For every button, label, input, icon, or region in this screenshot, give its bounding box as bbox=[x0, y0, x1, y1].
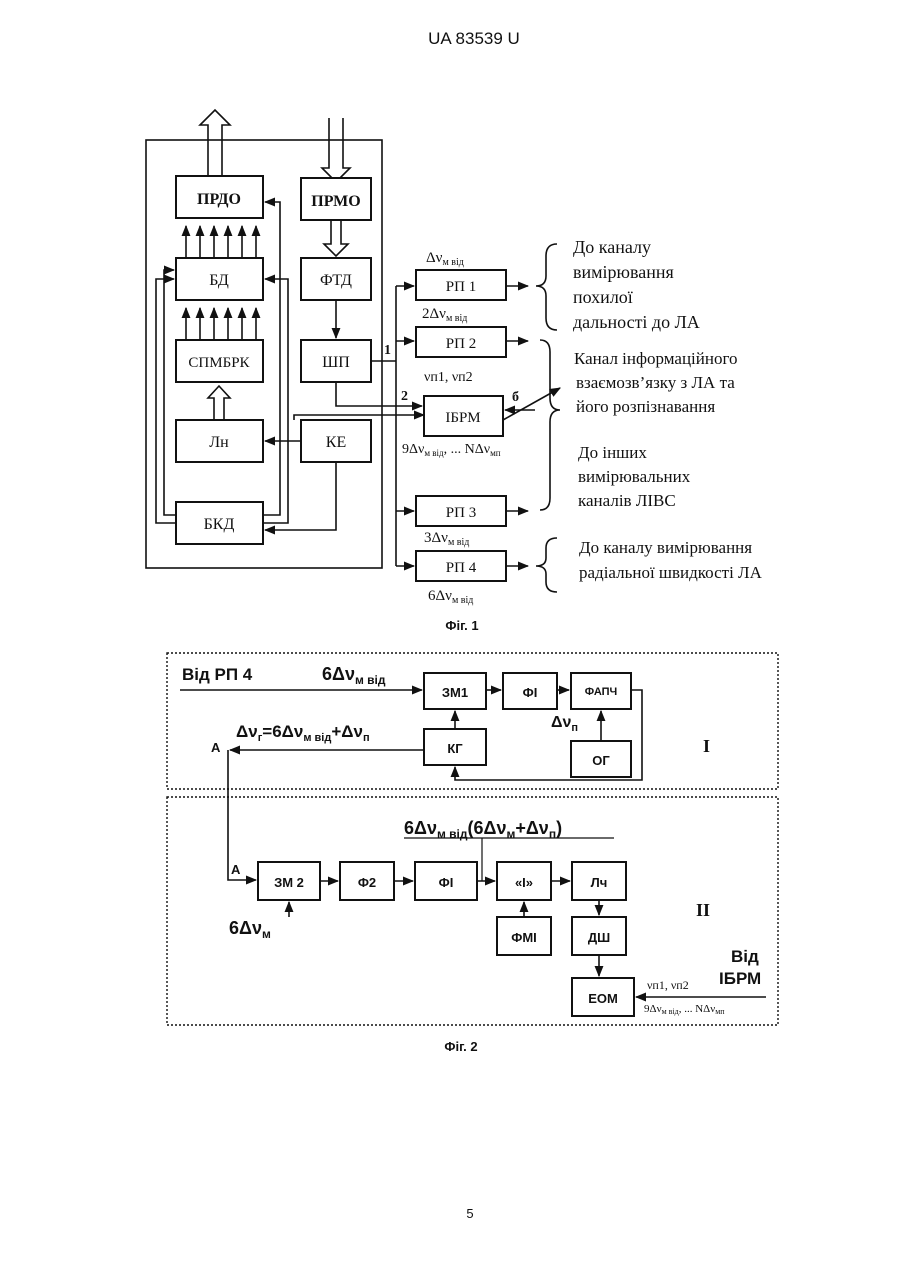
fapch-block: ФАПЧ bbox=[571, 673, 631, 709]
prmo-block: ПРМО bbox=[301, 178, 371, 220]
zm1-block: ЗМ1 bbox=[424, 673, 486, 709]
eom-input-top: νп1, νп2 bbox=[647, 978, 689, 992]
prdo-block: ПРДО bbox=[176, 176, 263, 218]
prdo-label: ПРДО bbox=[197, 191, 241, 208]
correlator-block: «І» bbox=[497, 862, 551, 900]
shp-block: ШП bbox=[301, 340, 371, 382]
spmbrk-to-bd-arrows bbox=[186, 308, 256, 340]
from-ibrm-label-2: ІБРМ bbox=[719, 969, 761, 988]
ln-to-spmbrk-arrow bbox=[208, 386, 230, 420]
fmi-label: ФМІ bbox=[511, 930, 537, 945]
fi-top-block: ФІ bbox=[503, 673, 557, 709]
figure-2: ЗМ1 ФІ ФАПЧ КГ ОГ ЗМ 2 Ф2 ФІ bbox=[167, 653, 778, 1054]
spmbrk-block: СПМБРК bbox=[176, 340, 263, 382]
kg-label: КГ bbox=[447, 741, 463, 756]
shp-label: ШП bbox=[322, 354, 350, 371]
ibrm-input-label: νп1, νп2 bbox=[424, 370, 473, 385]
rp2-label: РП 2 bbox=[446, 336, 476, 352]
fi-top-label: ФІ bbox=[523, 685, 538, 700]
ftd-block: ФТД bbox=[301, 258, 371, 300]
ln-block: Лн bbox=[176, 420, 263, 462]
rp1-input-label: Δνм від bbox=[426, 250, 464, 268]
input-frequency-label: 6Δνм від bbox=[322, 664, 386, 687]
from-ibrm-label-1: Від bbox=[731, 947, 759, 966]
note-info-channel: Канал інформаційного взаємозв’язку з ЛА … bbox=[574, 349, 742, 416]
dsh-block: ДШ bbox=[572, 917, 626, 955]
point-a-bottom: А bbox=[231, 862, 241, 877]
zm2-label: ЗМ 2 bbox=[274, 875, 304, 890]
zm2-block: ЗМ 2 bbox=[258, 862, 320, 900]
bd-label: БД bbox=[209, 272, 229, 289]
rp3-block: РП 3 bbox=[416, 496, 506, 526]
spmbrk-label: СПМБРК bbox=[188, 355, 250, 371]
rp2-block: РП 2 bbox=[416, 327, 506, 357]
ibrm-output-label: 9Δνм від, ... NΔνмп bbox=[402, 442, 501, 458]
zm2-input-label: 6Δνм bbox=[229, 918, 271, 941]
rp4-block: РП 4 bbox=[416, 551, 506, 581]
note-radial-speed: До каналу вимірювання радіальної швидкос… bbox=[579, 538, 763, 582]
point-a-top: А bbox=[211, 740, 221, 755]
fig1-braces bbox=[536, 244, 560, 592]
lch-label: Лч bbox=[591, 875, 608, 890]
f2-block: Ф2 bbox=[340, 862, 394, 900]
fmi-block: ФМІ bbox=[497, 917, 551, 955]
page-number: 5 bbox=[466, 1206, 473, 1221]
rp4-label: РП 4 bbox=[446, 560, 477, 576]
eom-input-bottom: 9Δνм від, ... NΔνмп bbox=[644, 1003, 725, 1016]
from-rp4-label: Від РП 4 bbox=[182, 665, 253, 684]
kg-block: КГ bbox=[424, 729, 486, 765]
port-6-label: б bbox=[512, 390, 519, 405]
note-slant-range: До каналу вимірювання похилої дальності … bbox=[573, 237, 700, 332]
dvn-label: Δνп bbox=[551, 714, 578, 734]
patent-number: UA 83539 U bbox=[428, 29, 520, 48]
section-1-connections bbox=[180, 690, 642, 880]
f2-label: Ф2 bbox=[358, 875, 376, 890]
fapch-label: ФАПЧ bbox=[585, 686, 618, 698]
note-other-channels: До інших вимірювальних каналів ЛІВС bbox=[578, 443, 695, 510]
ibrm-block: ІБРМ bbox=[424, 396, 503, 436]
correlation-formula: 6Δνм від(6Δνм+Δνп) bbox=[404, 818, 562, 841]
port-1-label: 1 bbox=[384, 343, 391, 358]
figure-1-caption: Фіг. 1 bbox=[445, 618, 478, 633]
prmo-to-ftd-arrow bbox=[324, 220, 348, 256]
eom-label: ЕОМ bbox=[588, 991, 618, 1006]
ke-block: КЕ bbox=[301, 420, 371, 462]
ln-label: Лн bbox=[209, 434, 229, 451]
port-2-label: 2 bbox=[401, 389, 408, 404]
fi-bottom-label: ФІ bbox=[439, 875, 454, 890]
ke-label: КЕ bbox=[326, 434, 346, 451]
heterodyne-formula: Δνг=6Δνм від+Δνп bbox=[236, 722, 370, 744]
bd-to-prdo-arrows bbox=[186, 226, 256, 258]
fi-bottom-block: ФІ bbox=[415, 862, 477, 900]
rp1-block: РП 1 bbox=[416, 270, 506, 300]
section-2-label: ІІ bbox=[696, 900, 710, 920]
bd-block: БД bbox=[176, 258, 263, 300]
section-1-label: І bbox=[703, 736, 710, 756]
rp4-input-label: 6Δνм від bbox=[428, 588, 473, 606]
prmo-label: ПРМО bbox=[311, 193, 360, 210]
receive-input-arrow bbox=[322, 118, 350, 182]
og-label: ОГ bbox=[592, 753, 610, 768]
bkd-label: БКД bbox=[204, 516, 235, 533]
ibrm-label: ІБРМ bbox=[445, 410, 480, 426]
figure-1: ПРДО ПРМО БД ФТД СПМБРК ШП Лн КЕ bbox=[146, 110, 763, 633]
rp1-label: РП 1 bbox=[446, 279, 476, 295]
eom-block: ЕОМ bbox=[572, 978, 634, 1016]
figure-2-caption: Фіг. 2 bbox=[444, 1039, 477, 1054]
dsh-label: ДШ bbox=[588, 930, 610, 945]
og-block: ОГ bbox=[571, 741, 631, 777]
zm1-label: ЗМ1 bbox=[442, 685, 468, 700]
transmit-output-arrow bbox=[200, 110, 230, 176]
ftd-label: ФТД bbox=[320, 272, 352, 289]
rp3-input-label: 3Δνм від bbox=[424, 530, 469, 548]
rp3-label: РП 3 bbox=[446, 505, 476, 521]
lch-block: Лч bbox=[572, 862, 626, 900]
bkd-block: БКД bbox=[176, 502, 263, 544]
rp2-input-label: 2Δνм від bbox=[422, 306, 467, 324]
correlator-label: «І» bbox=[515, 875, 533, 890]
